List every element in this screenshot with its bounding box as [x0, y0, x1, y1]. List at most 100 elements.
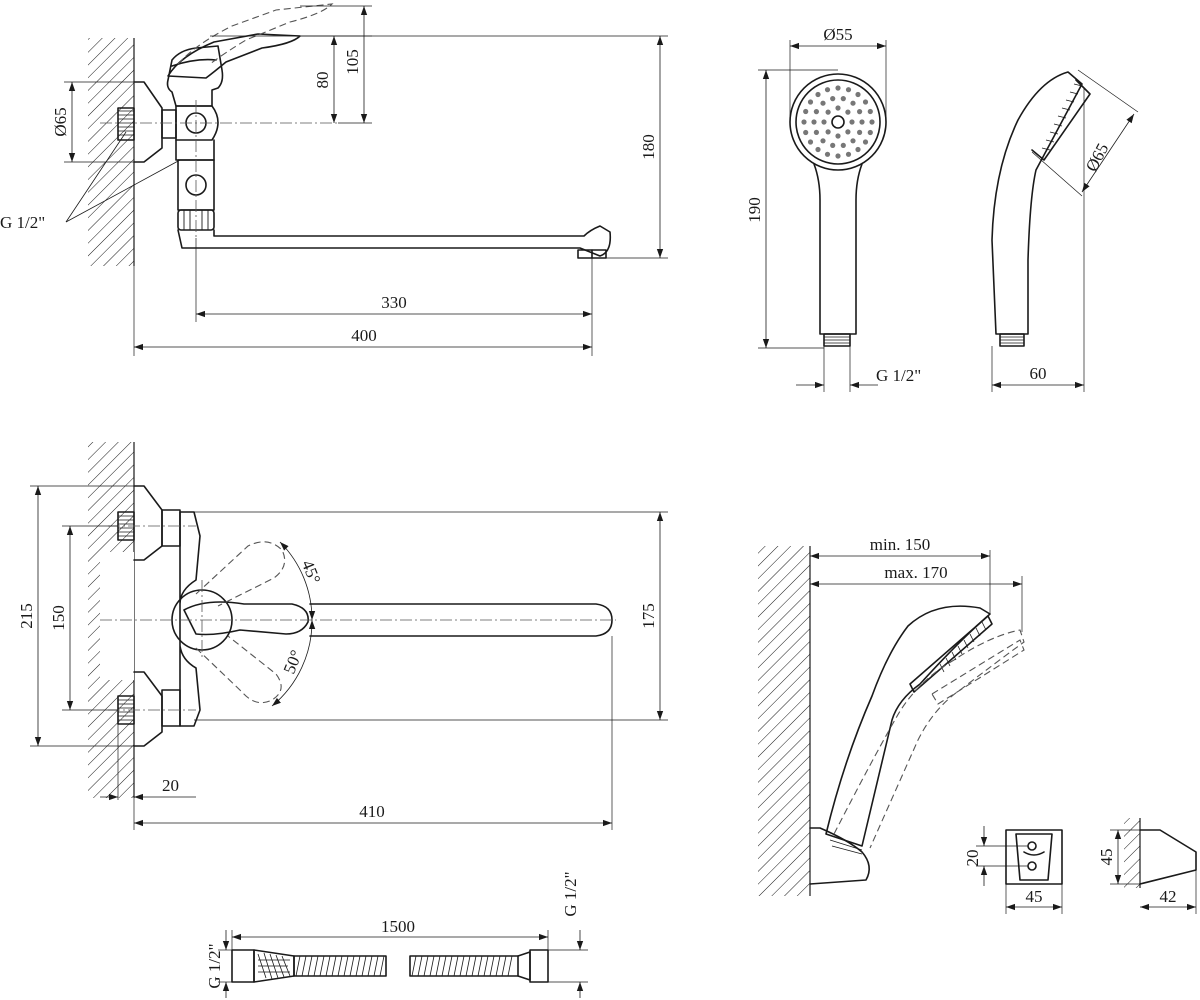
- dim-105: 105: [300, 5, 372, 124]
- dim-d65-connector-label: Ø65: [51, 107, 70, 136]
- spray-nozzle: [855, 146, 861, 153]
- spray-nozzle: [862, 139, 869, 145]
- shower-holder-view: min. 150 max. 170: [758, 535, 1025, 896]
- dim-hose-thread-left: G 1/2": [205, 930, 232, 998]
- dim-head-thread-label: G 1/2": [876, 366, 921, 385]
- spray-nozzle: [801, 119, 807, 125]
- spray-nozzle: [830, 142, 836, 148]
- wall-hatch: [88, 38, 135, 266]
- dim-20-label: 20: [162, 776, 179, 795]
- dim-bracket-20-label: 20: [963, 850, 982, 867]
- dim-80: 80: [210, 35, 372, 123]
- spray-nozzle: [835, 133, 841, 139]
- mixer-body-top: [179, 511, 201, 727]
- hose-view: 1500 G 1/2" G 1/2": [205, 871, 588, 998]
- spray-nozzle: [859, 119, 865, 125]
- dim-410: 410: [133, 636, 613, 830]
- spray-nozzle: [811, 119, 817, 125]
- dim-330: 330: [195, 238, 593, 356]
- spray-nozzle: [835, 85, 841, 91]
- spray-nozzle: [845, 151, 852, 157]
- spray-nozzle: [869, 119, 875, 125]
- dim-20: 20: [100, 724, 196, 801]
- spray-nozzle: [840, 142, 846, 148]
- spray-nozzle: [820, 138, 826, 144]
- hand-shower-side: [991, 71, 1091, 347]
- spray-nozzle: [835, 105, 841, 111]
- dim-80-label: 80: [313, 72, 332, 89]
- spray-nozzle: [830, 96, 836, 102]
- wall-hatch-holder: [758, 546, 811, 896]
- spray-nozzle: [815, 146, 821, 153]
- spray-nozzle: [850, 100, 856, 106]
- thread-callout-label: G 1/2": [0, 213, 45, 232]
- dim-400-label: 400: [351, 326, 377, 345]
- dim-190-label: 190: [745, 197, 764, 223]
- spray-nozzle: [867, 129, 873, 136]
- dim-410-label: 410: [359, 802, 385, 821]
- spray-nozzles: [801, 85, 875, 159]
- spray-nozzle: [857, 109, 863, 115]
- dim-bracket-45h-label: 45: [1097, 849, 1116, 866]
- dim-hose-thread-left-label: G 1/2": [205, 943, 224, 988]
- dim-215: 215: [17, 485, 134, 747]
- spray-nozzle: [807, 99, 814, 105]
- dim-175: 175: [194, 511, 668, 721]
- dim-105-label: 105: [343, 49, 362, 75]
- dim-150-label: 150: [49, 605, 68, 631]
- hand-shower-views: Ø55 190 G 1/2" Ø65 60: [745, 25, 1139, 392]
- dim-d55: Ø55: [789, 25, 887, 122]
- dim-hose-thread-right-label: G 1/2": [561, 871, 580, 916]
- dim-1500-label: 1500: [381, 917, 415, 936]
- dim-400: 400: [133, 266, 592, 356]
- dim-60: 60: [991, 88, 1085, 392]
- spray-nozzle: [845, 129, 851, 135]
- dim-head-thread: G 1/2": [796, 346, 921, 392]
- dim-bracket-45w: 45: [1005, 884, 1063, 914]
- spray-nozzle: [807, 139, 814, 145]
- bracket-views: 20 45 45 42: [963, 818, 1197, 914]
- dim-150: 150: [49, 525, 118, 711]
- dim-180: 180: [300, 35, 668, 259]
- dim-bracket-45w-label: 45: [1026, 887, 1043, 906]
- dim-330-label: 330: [381, 293, 407, 312]
- spray-nozzle: [813, 129, 820, 135]
- hose-body: [231, 949, 549, 983]
- spray-nozzle: [857, 129, 863, 135]
- spray-nozzle: [825, 109, 831, 115]
- bracket-front: [1005, 829, 1063, 885]
- dim-bracket-42-label: 42: [1160, 887, 1177, 906]
- spray-nozzle: [821, 119, 827, 125]
- dim-max-170: max. 170: [810, 563, 1023, 632]
- faucet-side-view: 80 105 180 330 400 Ø65: [0, 3, 668, 356]
- thread-callout: G 1/2": [0, 131, 181, 232]
- dim-d65-connector: Ø65: [51, 81, 134, 163]
- spray-nozzle: [813, 109, 820, 115]
- spray-nozzle: [803, 129, 809, 136]
- dim-1500: 1500: [231, 917, 549, 950]
- dim-bracket-20: 20: [963, 826, 1028, 886]
- mixer-lever: [167, 3, 334, 79]
- spray-nozzle: [824, 151, 831, 157]
- dim-max-170-label: max. 170: [884, 563, 947, 582]
- spray-nozzle: [824, 87, 831, 93]
- dim-bracket-42: 42: [1140, 870, 1197, 914]
- faucet-top-view: 45° 50° 215 150 175 20: [17, 442, 668, 830]
- angle-45-label: 45°: [298, 557, 325, 586]
- dim-bracket-45h: 45: [1097, 829, 1140, 885]
- spray-nozzle: [862, 99, 869, 105]
- spout: [177, 225, 612, 259]
- dim-60-label: 60: [1030, 364, 1047, 383]
- dim-min-150: min. 150: [810, 535, 991, 614]
- dim-180-label: 180: [639, 134, 658, 160]
- spray-nozzle: [835, 153, 841, 159]
- dim-190: 190: [745, 69, 838, 349]
- hand-shower-front: [789, 73, 887, 347]
- spray-nozzle: [825, 129, 831, 135]
- spray-nozzle: [845, 87, 852, 93]
- dim-175-label: 175: [639, 603, 658, 629]
- spray-nozzle: [849, 119, 855, 125]
- holder-bracket: [809, 827, 870, 885]
- dim-d65-head-label: Ø65: [1082, 140, 1113, 175]
